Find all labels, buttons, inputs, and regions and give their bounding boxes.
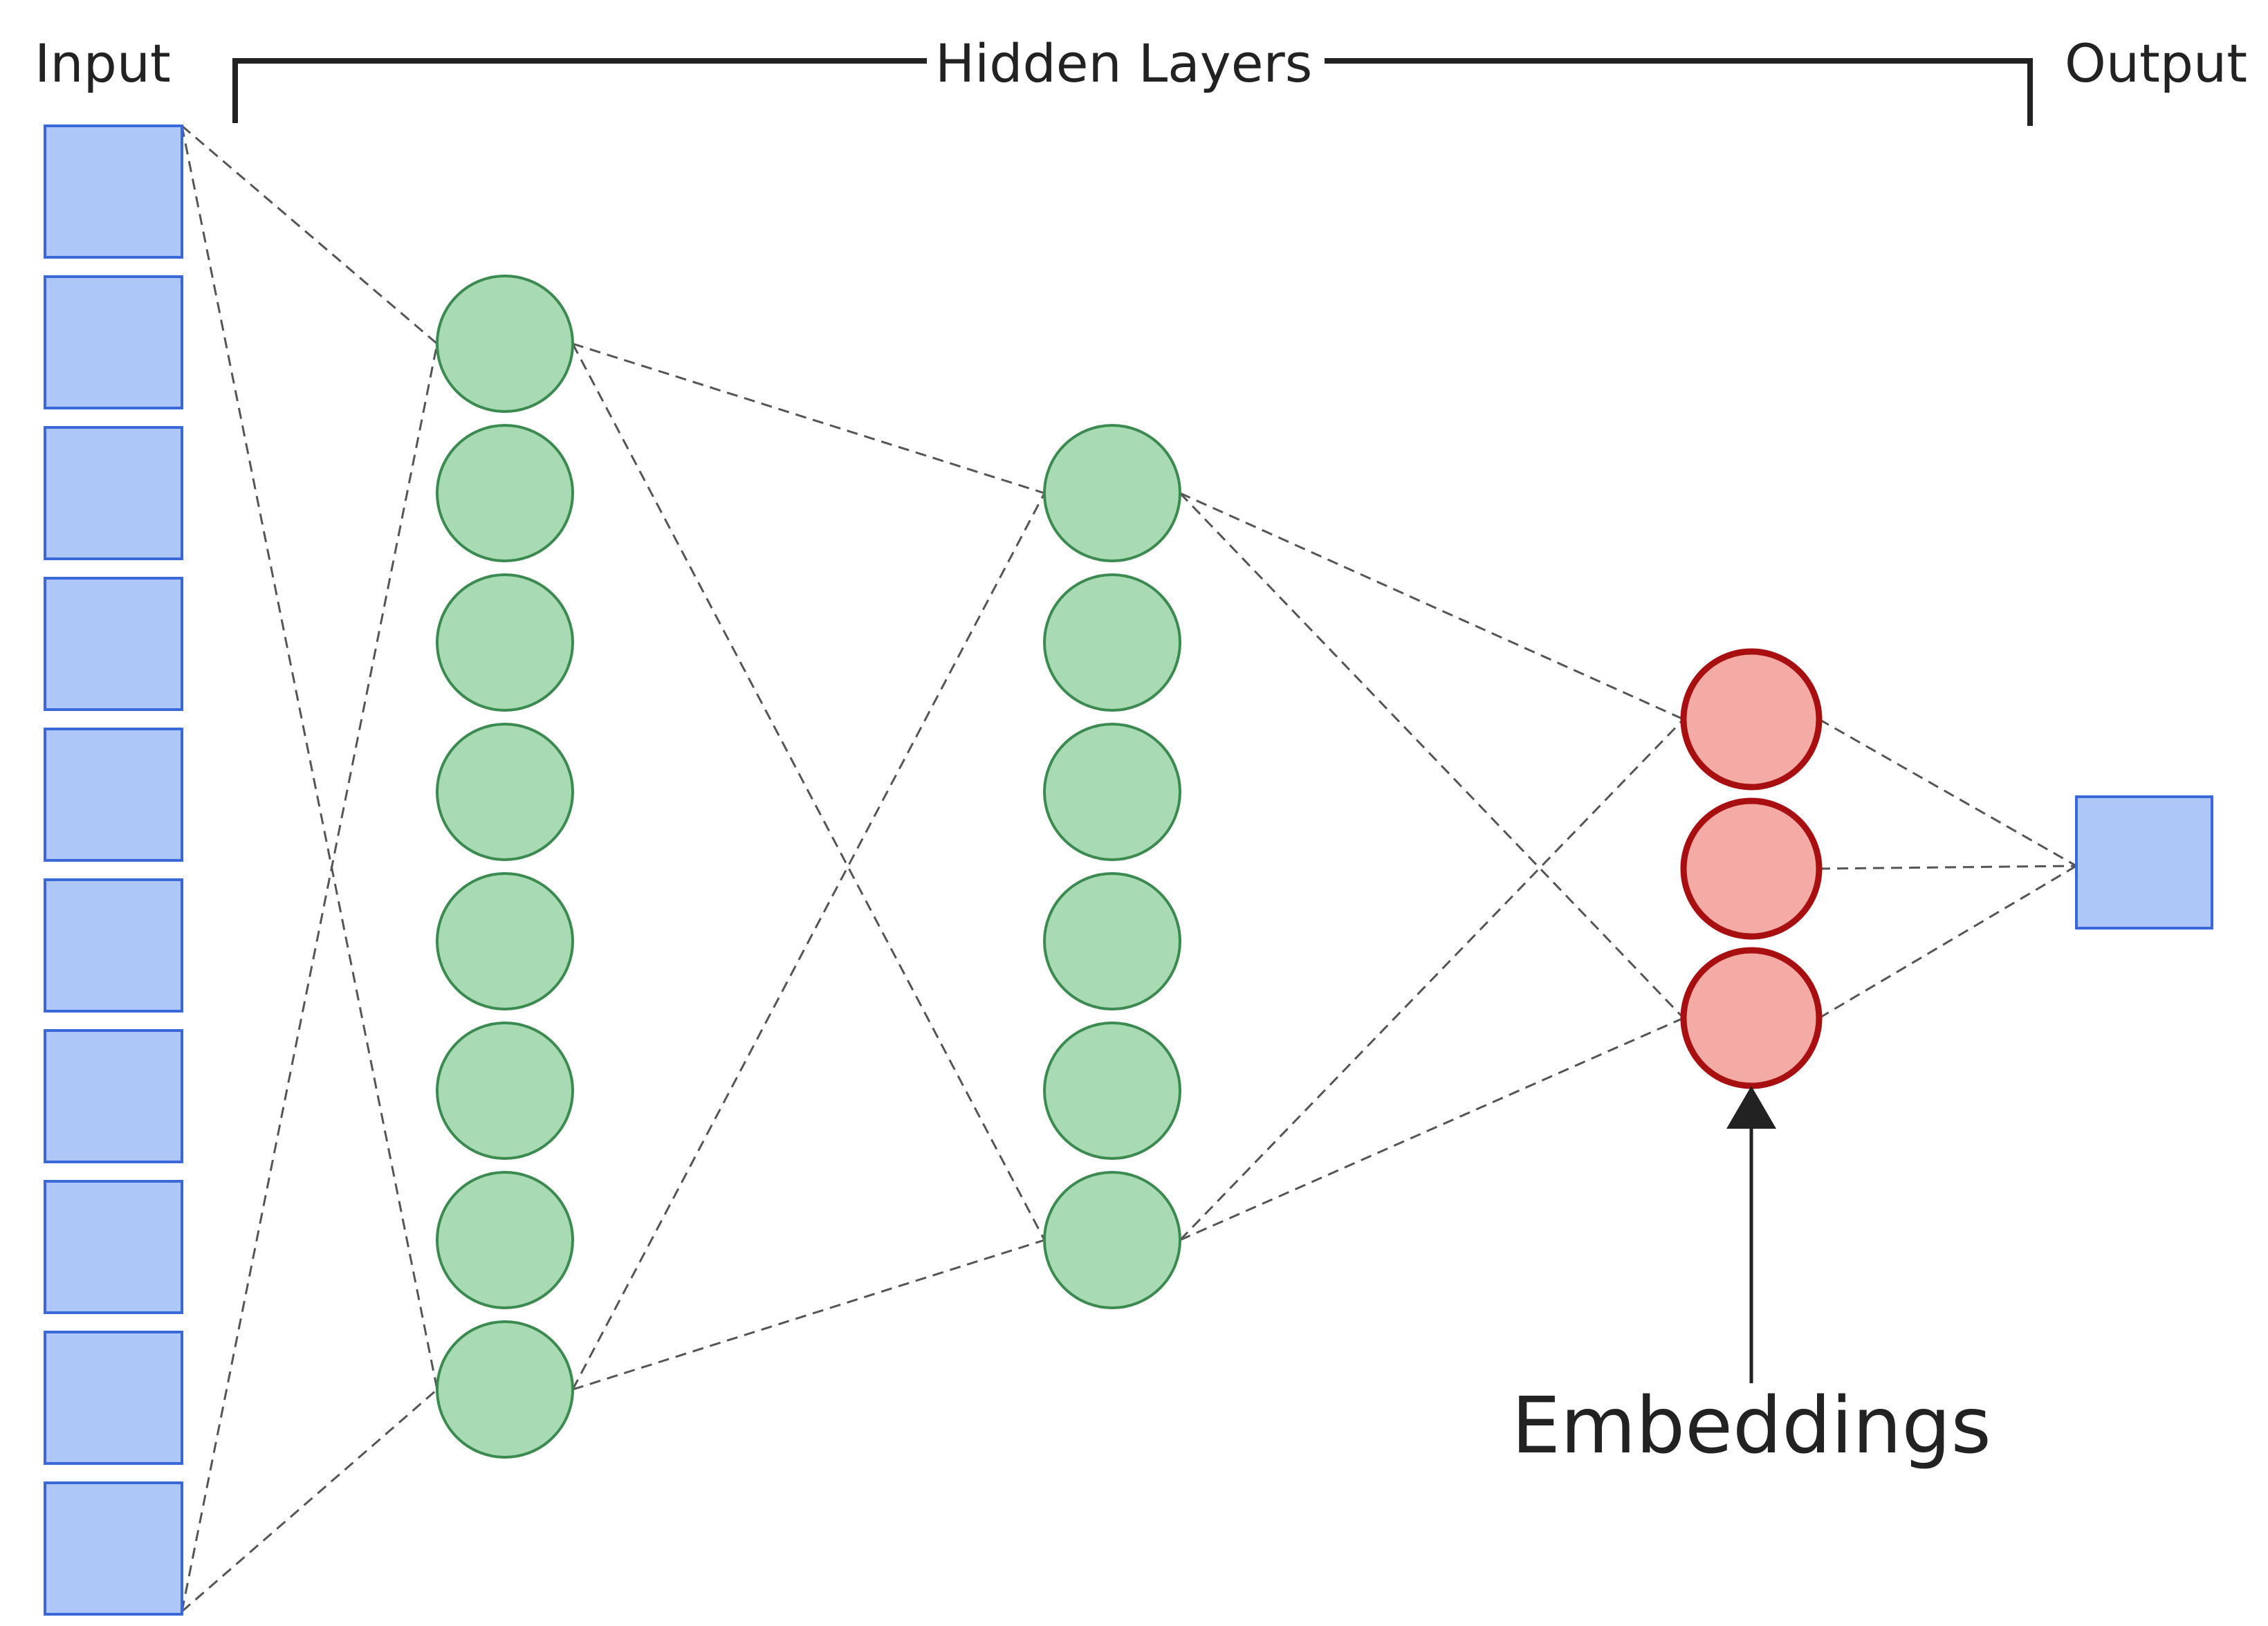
embeddings-arrow-icon bbox=[1726, 1086, 1776, 1129]
hidden-node bbox=[1043, 872, 1181, 1010]
embedding-node bbox=[1680, 947, 1823, 1089]
embedding-node bbox=[1680, 648, 1823, 791]
connection-line bbox=[181, 125, 439, 1390]
input-node bbox=[44, 1481, 183, 1616]
input-node bbox=[44, 1029, 183, 1163]
connection-line bbox=[1179, 492, 1684, 721]
input-node bbox=[44, 1180, 183, 1314]
hidden-node bbox=[1043, 573, 1181, 712]
input-node bbox=[44, 728, 183, 862]
hidden-node bbox=[436, 424, 574, 562]
input-node bbox=[44, 1331, 183, 1465]
embedding-node bbox=[1680, 797, 1823, 940]
hidden-node bbox=[436, 275, 574, 413]
input-node bbox=[44, 577, 183, 711]
input-layer bbox=[44, 124, 183, 1616]
connection-line bbox=[572, 1239, 1045, 1391]
hidden-node bbox=[436, 1320, 574, 1459]
connection-line bbox=[1179, 718, 1685, 1241]
connection-line bbox=[181, 1388, 438, 1613]
hidden-node bbox=[1043, 1022, 1181, 1160]
hidden-node bbox=[436, 573, 574, 712]
hidden-node bbox=[1043, 723, 1181, 861]
connection-line bbox=[181, 124, 438, 345]
output-layer bbox=[2075, 795, 2213, 930]
input-node bbox=[44, 878, 183, 1013]
hidden-node bbox=[436, 1022, 574, 1160]
connection-line bbox=[181, 343, 439, 1612]
hidden-layers-bracket bbox=[232, 58, 2033, 126]
input-node bbox=[44, 124, 183, 259]
hidden-node bbox=[1043, 1171, 1181, 1309]
connection-line bbox=[571, 343, 1046, 1241]
connection-line bbox=[572, 342, 1045, 495]
embedding-layer bbox=[1680, 648, 1823, 1089]
embeddings-label: Embeddings bbox=[1511, 1381, 1991, 1471]
hidden-layer-1 bbox=[436, 275, 574, 1459]
connection-line bbox=[1179, 492, 1685, 1019]
hidden-node bbox=[436, 1171, 574, 1309]
hidden-node bbox=[436, 723, 574, 861]
input-node bbox=[44, 426, 183, 560]
hidden-node bbox=[1043, 424, 1181, 562]
output-label: Output bbox=[2065, 33, 2247, 94]
connection-line bbox=[1818, 718, 2077, 867]
output-node bbox=[2075, 795, 2213, 930]
connection-line bbox=[571, 492, 1046, 1390]
connection-line bbox=[1818, 865, 2077, 1019]
connection-line bbox=[1179, 1017, 1684, 1241]
connection-lines bbox=[181, 124, 2077, 1613]
hidden-layer-2 bbox=[1043, 424, 1181, 1309]
input-label: Input bbox=[35, 33, 171, 94]
connection-line bbox=[1818, 865, 2077, 870]
hidden-layers-label: Hidden Layers bbox=[935, 33, 1312, 94]
hidden-node bbox=[436, 872, 574, 1010]
input-node bbox=[44, 275, 183, 409]
